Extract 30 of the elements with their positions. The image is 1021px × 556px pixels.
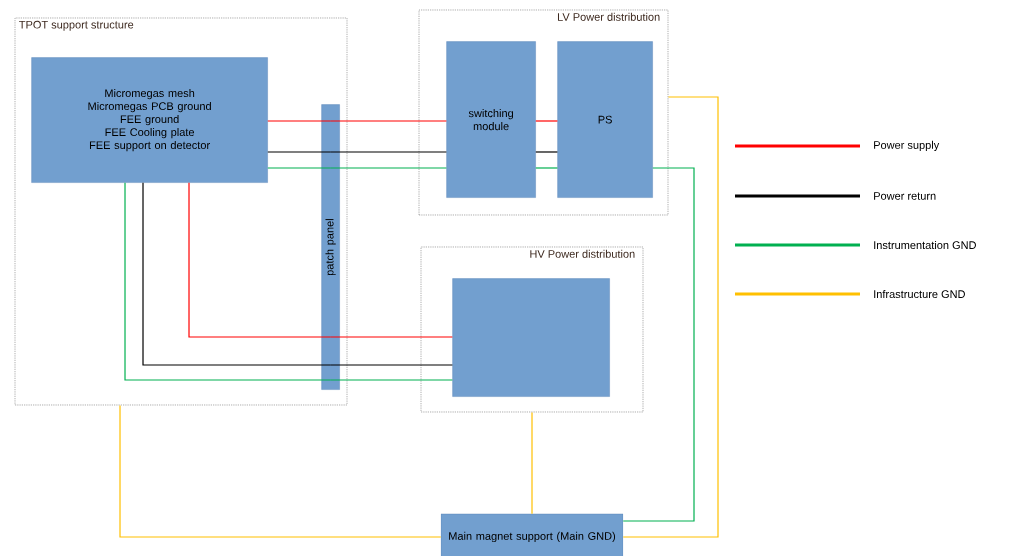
wire (330, 120, 447, 122)
wire (622, 167, 695, 522)
wire (267, 120, 332, 122)
legend-text: Infrastructure GND (874, 289, 965, 299)
wire (535, 120, 558, 122)
legend-text: Instrumentation GND (874, 240, 976, 250)
component-box: Micromegas mesh Micromegas PCB ground FEE ground FEE Cooling plate FEE support on detector (31, 57, 268, 183)
wire (531, 411, 533, 515)
module-box: switching module (446, 41, 536, 198)
wire (267, 167, 332, 169)
wire (124, 182, 332, 381)
wire (330, 151, 447, 153)
wire (330, 379, 453, 381)
wire (535, 151, 558, 153)
legend-text: Power supply (874, 140, 940, 152)
wire (119, 404, 442, 538)
wire (330, 167, 447, 169)
wire (267, 151, 332, 153)
wire (535, 167, 558, 169)
wire (142, 182, 332, 366)
support-box: Main magnet support (Main GND) (440, 513, 624, 556)
patch-panel: patch panel (321, 104, 340, 390)
wire (330, 336, 453, 338)
power-supply-box: PS (557, 41, 653, 198)
group-frame: HV Power distribution (420, 246, 644, 413)
wire (622, 96, 719, 538)
wire (188, 182, 332, 338)
module-box (452, 278, 610, 397)
wire (330, 364, 453, 366)
legend-text: Power return (874, 192, 936, 200)
